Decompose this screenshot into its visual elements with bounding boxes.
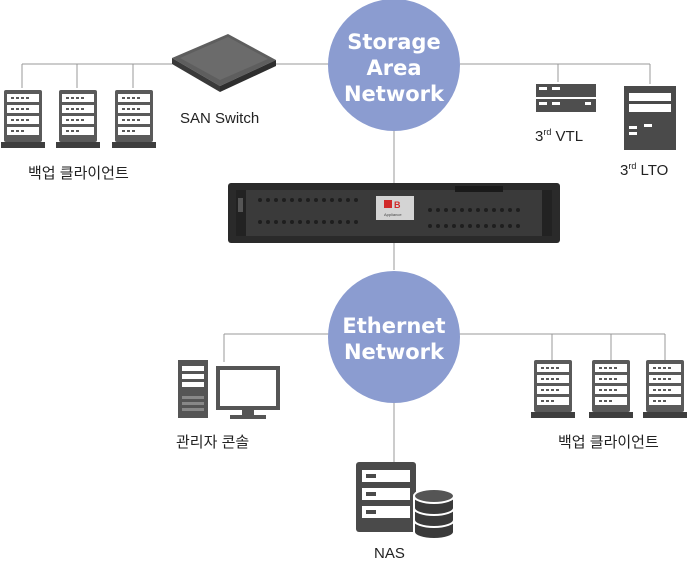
ethernet-label-line2: Network [343,340,444,364]
ethernet-label-line1: Ethernet [342,314,446,338]
backup-clients-top [1,90,156,148]
server-tower-icon [56,90,100,148]
vtl-label: 3rd VTL [535,127,584,146]
rack-server-icon [536,84,596,112]
nas-label: NAS [374,545,405,562]
connection-lines [21,63,666,462]
appliance-logo-sub: Appliance [384,212,402,217]
desktop-computer-icon [178,360,280,419]
server-tower-icon [531,360,575,418]
backup-clients-top-label: 백업 클라이언트 [28,165,129,182]
backup-clients-bottom-label: 백업 클라이언트 [558,434,659,451]
san-label-line1: Storage [347,30,441,54]
san-network-label: Storage Area Network [328,29,460,107]
ethernet-network-bubble [328,271,460,403]
appliance-logo-plate [376,196,414,220]
appliance-logo: B [394,200,401,210]
lto-label: 3rd LTO [620,161,669,180]
san-network-bubble [328,0,460,131]
tape-library-icon [624,86,676,150]
san-label-line3: Network [343,82,444,106]
server-tower-icon [1,90,45,148]
san-switch-label: SAN Switch [180,110,260,127]
admin-console-label: 관리자 콘솔 [176,434,250,451]
nas-storage-icon [356,462,416,532]
network-switch-icon [172,34,276,92]
ethernet-network-label: Ethernet Network [328,313,460,365]
server-tower-icon [589,360,633,418]
server-tower-icon [643,360,687,418]
database-icon [413,488,455,540]
backup-clients-bottom [531,360,687,418]
server-tower-icon [112,90,156,148]
san-label-line2: Area [366,56,422,80]
backup-appliance: B Appliance [228,183,560,243]
